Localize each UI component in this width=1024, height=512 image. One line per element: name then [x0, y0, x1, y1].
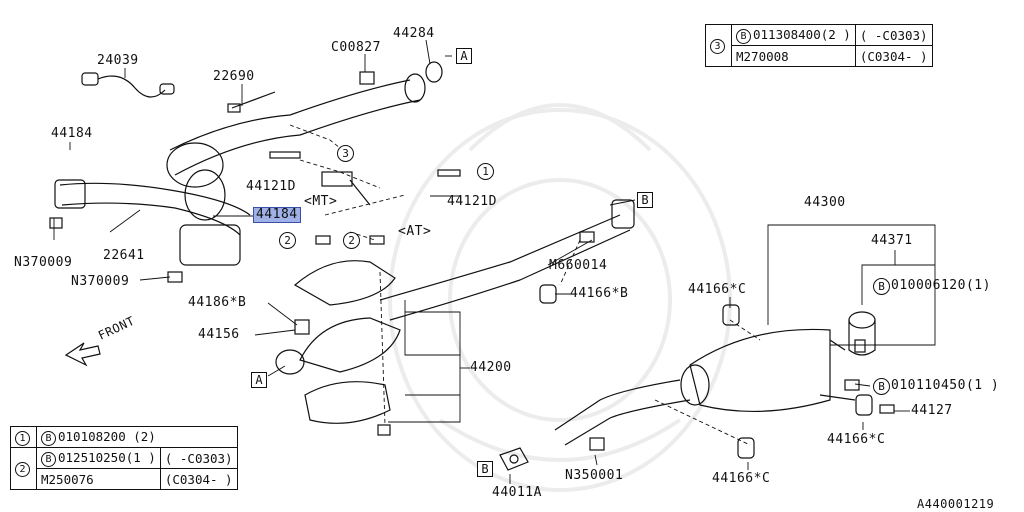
legend-bottom-row1-num: 1: [10, 426, 37, 448]
label-44184-highlighted[interactable]: 44184: [253, 207, 301, 223]
center-exhaust-pipe: [379, 199, 635, 321]
label-44284: 44284: [393, 26, 435, 41]
legend-top-row1-range: ( -C0303): [854, 24, 933, 46]
catalytic-converter-upper: [293, 260, 396, 306]
label-44166c-b: 44166*C: [827, 432, 886, 447]
label-010006120: 010006120(1): [891, 278, 991, 293]
label-22690: 22690: [213, 69, 255, 84]
label-010110450: 010110450(1 ): [891, 378, 1000, 393]
callout-circle-2a: 2: [279, 232, 296, 249]
legend-top-row2-range: (C0304- ): [854, 45, 933, 67]
front-exhaust-pipe: [54, 73, 426, 266]
diagram-code: A440001219: [917, 497, 995, 511]
callout-circle-1: 1: [477, 163, 494, 180]
label-44200: 44200: [470, 360, 512, 375]
sensor-22690: [227, 91, 276, 113]
rear-muffler: [554, 328, 856, 446]
label-22641: 22641: [103, 248, 145, 263]
label-24039: 24039: [97, 53, 139, 68]
sensor-harness-24039: [81, 72, 175, 98]
front-arrow-icon: [64, 342, 101, 367]
label-44121d-mt: 44121D: [246, 179, 296, 194]
legend-bottom-row3-range: (C0304- ): [159, 468, 238, 490]
bracket-mt: [321, 171, 371, 206]
legend-bottom-row2-num: 2: [10, 447, 37, 490]
gasket-44011a: [499, 447, 529, 471]
label-at: <AT>: [398, 224, 432, 239]
label-44300: 44300: [804, 195, 846, 210]
legend-top-row2-part: M270008: [731, 45, 856, 67]
label-44166c-a: 44166*C: [688, 282, 747, 297]
callout-box-b-right: B: [637, 192, 653, 208]
callout-circle-3: 3: [337, 145, 354, 162]
rubber-mounts: [539, 284, 873, 459]
callout-box-b-bottom: B: [477, 461, 493, 477]
label-44011a: 44011A: [492, 485, 542, 500]
label-44166b: 44166*B: [570, 286, 629, 301]
callout-circle-b-010110450: B: [873, 378, 890, 395]
label-c00827: C00827: [331, 40, 381, 55]
label-44371: 44371: [871, 233, 913, 248]
callout-box-a-left: A: [251, 372, 267, 388]
label-mt: <MT>: [304, 194, 338, 209]
callout-circle-b-010006120: B: [873, 278, 890, 295]
callout-box-a-top: A: [456, 48, 472, 64]
label-n350001: N350001: [565, 468, 624, 483]
bolts: [49, 61, 895, 451]
label-m660014: M660014: [549, 258, 608, 273]
tail-pipe-cutter: [848, 311, 876, 356]
callout-circle-2b: 2: [343, 232, 360, 249]
label-44127: 44127: [911, 403, 953, 418]
label-n370009-b: N370009: [71, 274, 130, 289]
label-44121d: 44121D: [447, 194, 497, 209]
heat-shield-lower: [304, 381, 391, 424]
label-44186b: 44186*B: [188, 295, 247, 310]
label-44156: 44156: [198, 327, 240, 342]
label-44166c-c: 44166*C: [712, 471, 771, 486]
legend-bottom-row3-part: M250076: [36, 468, 161, 490]
label-44184: 44184: [51, 126, 93, 141]
legend-bottom-row2-range: ( -C0303): [159, 447, 238, 469]
catalytic-converter-lower: [275, 317, 401, 375]
legend-top-number: 3: [705, 24, 732, 67]
label-n370009-a: N370009: [14, 255, 73, 270]
